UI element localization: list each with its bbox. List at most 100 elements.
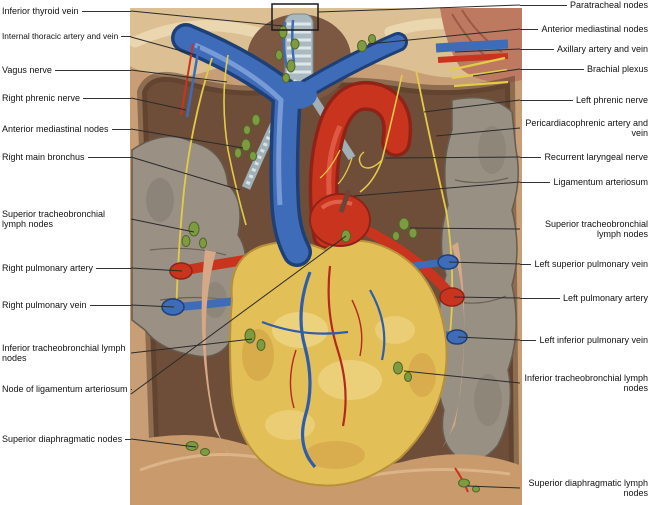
label-text: Superior tracheobronchial lymph nodes (544, 219, 648, 240)
leader-line (83, 97, 131, 99)
label-right-pulmonary-artery: Right pulmonary artery (2, 263, 131, 273)
leader-line (130, 156, 241, 191)
leader-line (435, 127, 521, 137)
right-pulmonary-vein (177, 296, 243, 311)
label-superior-tracheobronchial-lymph-nodes-left: Superior tracheobronchial lymph nodes (520, 219, 648, 240)
right-main-bronchus (241, 77, 301, 190)
label-left-pulmonary-artery: Left pulmonary artery (520, 293, 648, 303)
leader-line (130, 438, 197, 448)
label-brachial-plexus: Brachial plexus (520, 64, 648, 74)
heart (229, 239, 448, 487)
label-text: Inferior tracheobronchial lymph nodes (524, 373, 648, 394)
label-text: Paratracheal nodes (569, 0, 648, 10)
superior-vena-cava (171, 19, 408, 267)
clavicle-left (130, 20, 268, 48)
axillary-vein (435, 39, 509, 53)
label-text: Inferior thyroid vein (2, 6, 79, 16)
leader-line (130, 235, 347, 395)
internal-thoracic-vein (185, 45, 201, 118)
clavicle-right (384, 18, 522, 46)
left-pulmonary-artery (359, 223, 454, 298)
anatomy-illustration (130, 8, 522, 505)
label-text: Left pulmonary artery (562, 293, 648, 303)
leader-line (353, 181, 521, 197)
leader-lines (130, 4, 521, 489)
pericardium-edge-left (442, 242, 465, 448)
label-left-phrenic-nerve: Left phrenic nerve (520, 95, 648, 105)
label-text: Pericardiacophrenic artery and vein (525, 118, 648, 139)
label-text: Inferior tracheobronchial lymph nodes (2, 343, 126, 364)
label-text: Vagus nerve (2, 65, 52, 75)
right-pulmonary-artery (185, 247, 301, 275)
left-superior-pulmonary-vein (399, 258, 447, 272)
leader-line (520, 28, 539, 30)
coronary-vein (299, 271, 317, 469)
paratracheal-highlight-box (271, 3, 319, 31)
label-text: Anterior mediastinal nodes (541, 24, 648, 34)
leader-line (520, 99, 573, 101)
leader-line (130, 304, 175, 308)
label-axillary-artery-and-vein: Axillary artery and vein (520, 44, 648, 54)
label-text: Superior tracheobronchial lymph nodes (2, 209, 106, 230)
label-inferior-thyroid-vein: Inferior thyroid vein (2, 6, 131, 16)
left-pulmonary-artery-stump (439, 287, 465, 307)
label-inferior-tracheobronchial-lymph-nodes-right: Inferior tracheobronchial lymph nodes (520, 373, 648, 394)
aorta (308, 80, 413, 250)
leader-line (367, 28, 521, 45)
label-text: Left superior pulmonary vein (534, 259, 648, 269)
leader-line (130, 36, 197, 56)
leader-line (96, 267, 131, 269)
label-text: Recurrent laryngeal nerve (544, 152, 648, 162)
right-lung (131, 135, 247, 358)
leader-line (520, 339, 537, 341)
leader-line (81, 10, 131, 12)
leader-line (130, 97, 187, 111)
label-text: Right main bronchus (2, 152, 85, 162)
leader-line (111, 128, 131, 130)
label-text: Node of ligamentum arteriosum (2, 384, 128, 394)
inferior-thyroid-vein (282, 19, 296, 69)
left-vagus-nerve (359, 74, 403, 193)
label-recurrent-laryngeal-nerve: Recurrent laryngeal nerve (520, 152, 648, 162)
left-lung (437, 97, 519, 462)
trachea (284, 13, 314, 85)
diaphragm (130, 434, 522, 505)
ligamentum-arteriosum (338, 189, 352, 213)
leader-line (87, 156, 131, 158)
leader-line (130, 128, 244, 149)
leader-line (125, 438, 131, 440)
leader-line (453, 296, 521, 299)
pectoral-muscle (440, 8, 522, 83)
leader-line (130, 218, 195, 233)
leader-line (448, 261, 521, 265)
leader-line (130, 338, 253, 354)
label-text: Brachial plexus (586, 64, 648, 74)
leader-line (89, 304, 131, 306)
leader-line (403, 370, 521, 384)
leader-line (317, 4, 521, 13)
leader-line (454, 48, 521, 53)
left-main-bronchus (299, 79, 356, 161)
label-vagus-nerve: Vagus nerve (2, 65, 131, 75)
left-superior-pulmonary-vein-stump (437, 254, 459, 270)
leader-line (520, 156, 542, 158)
label-text: Right phrenic nerve (2, 93, 81, 103)
leader-line (457, 336, 521, 341)
label-paratracheal-nodes: Paratracheal nodes (520, 0, 648, 10)
pulmonary-trunk (309, 189, 371, 247)
pericardium-edge-right (201, 250, 230, 455)
right-pulmonary-vein-stump (161, 298, 185, 316)
leader-line (409, 227, 521, 230)
leader-line (384, 156, 521, 159)
left-inferior-pulmonary-vein (419, 326, 455, 340)
label-text: Ligamentum arteriosum (553, 177, 648, 187)
leader-line (54, 69, 131, 71)
leader-line (423, 99, 521, 113)
leader-line (121, 36, 131, 38)
label-superior-tracheobronchial-lymph-nodes-right: Superior tracheobronchial lymph nodes (2, 209, 131, 230)
label-inferior-tracheobronchial-lymph-nodes-left: Inferior tracheobronchial lymph nodes (2, 343, 131, 364)
internal-thoracic-artery (180, 43, 194, 116)
right-pulmonary-artery-stump (169, 262, 193, 280)
